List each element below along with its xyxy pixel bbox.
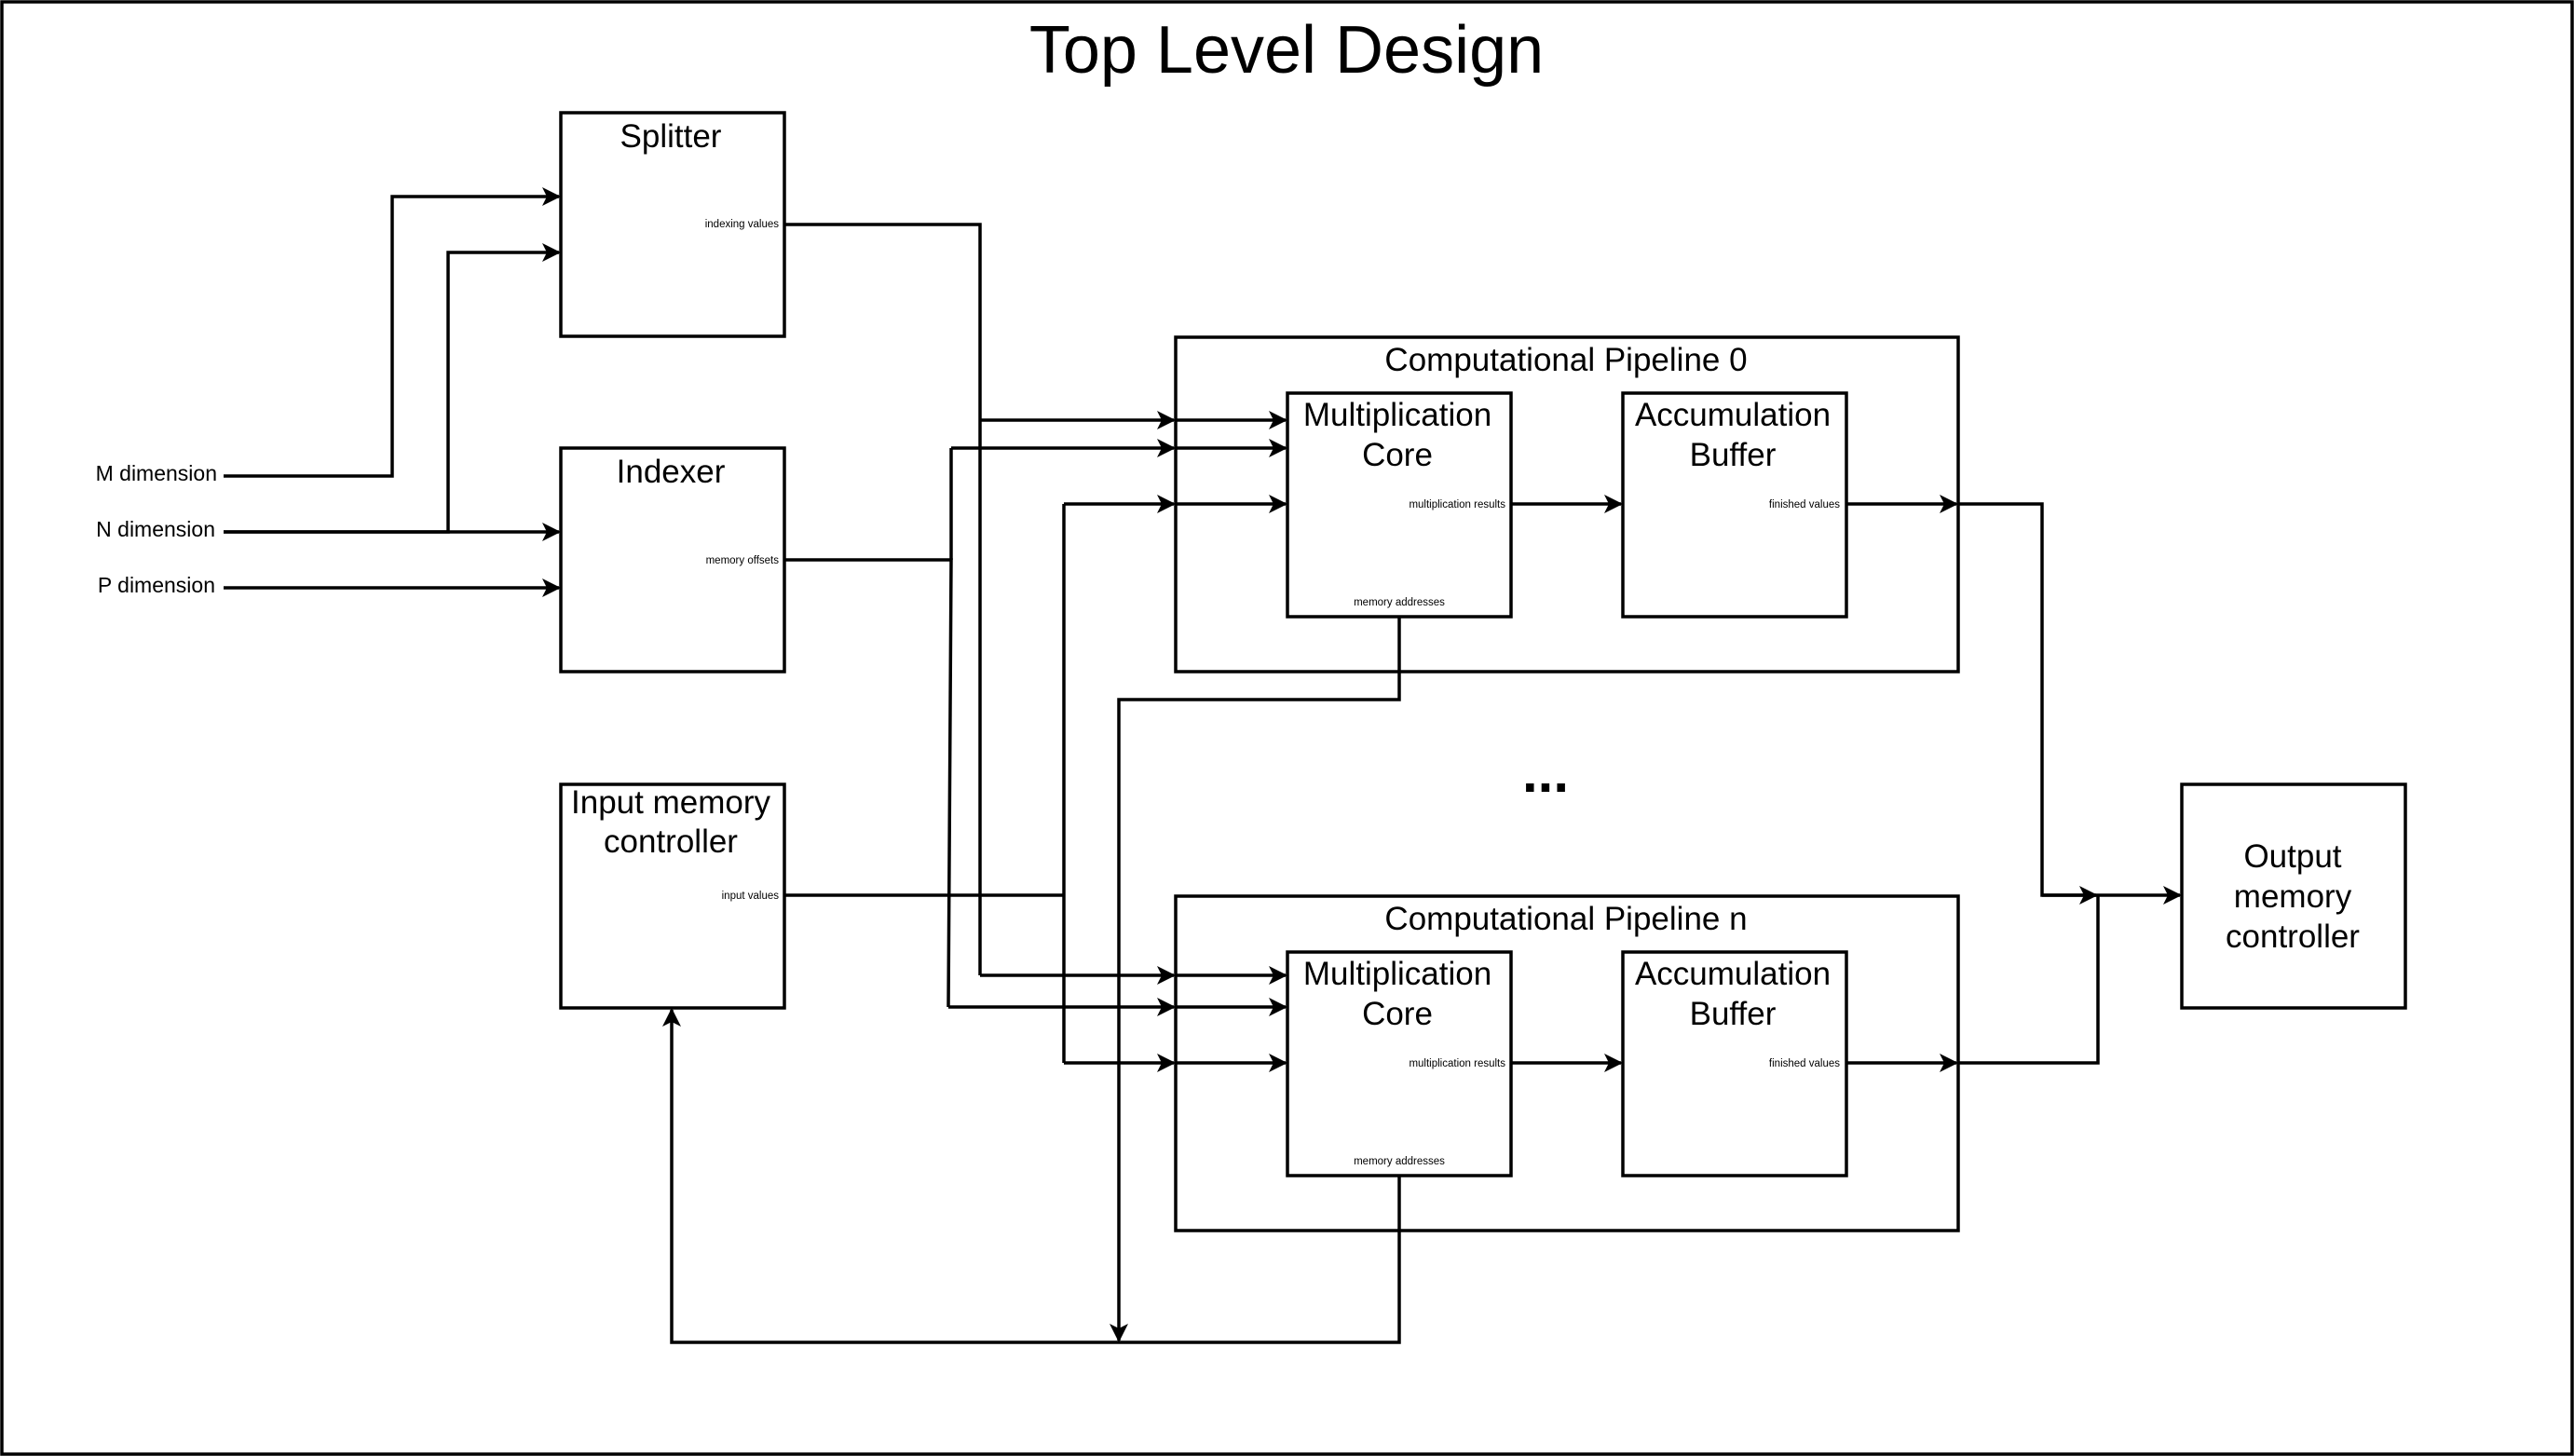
mult-core-0-label-line2: Core: [1362, 437, 1433, 473]
output-memory-label-line1: Output: [2243, 838, 2341, 875]
indexer-port-memory-offsets: memory offsets: [706, 555, 780, 566]
indexer-block: Indexer memory offsets: [559, 446, 786, 674]
acc-buffer-0-label-line1: Accumulation: [1635, 397, 1831, 433]
wire-pipeline-0-to-output: [1958, 502, 2098, 905]
pipeline-n-accumulation-buffer: Accumulation Buffer finished values: [1621, 950, 1848, 1177]
output-memory-controller-block: Output memory controller: [2180, 782, 2407, 1010]
pipeline-0-accumulation-buffer: Accumulation Buffer finished values: [1621, 391, 1848, 619]
output-memory-label-line3: controller: [2226, 919, 2360, 955]
mult-core-0-port-addresses: memory addresses: [1354, 597, 1445, 608]
acc-buffer-0-port-finished: finished values: [1769, 499, 1840, 510]
splitter-port-indexing-values: indexing values: [705, 219, 780, 230]
pipeline-n: Computational Pipeline n Multiplication …: [1174, 894, 1960, 1232]
mult-core-n-label-line1: Multiplication: [1303, 956, 1491, 992]
pipeline-0-multiplication-core: Multiplication Core multiplication resul…: [1286, 391, 1513, 619]
splitter-block: Splitter indexing values: [559, 111, 786, 338]
input-memory-controller-block: Input memory controller input values: [559, 782, 786, 1010]
acc-buffer-n-label-line1: Accumulation: [1635, 956, 1831, 992]
pipeline-n-multiplication-core: Multiplication Core multiplication resul…: [1286, 950, 1513, 1177]
diagram-title: Top Level Design: [1029, 13, 1544, 88]
wire-m-dimension-to-splitter: [224, 187, 561, 478]
mult-core-0-port-results: multiplication results: [1409, 499, 1505, 510]
mult-core-n-port-results: multiplication results: [1409, 1058, 1505, 1069]
mult-core-n-label-line2: Core: [1362, 996, 1433, 1032]
output-memory-label-line2: memory: [2234, 878, 2352, 915]
wire-pipeline-n-to-output: [1958, 895, 2100, 1065]
pipeline-0-title: Computational Pipeline 0: [1384, 342, 1747, 378]
wire-memory-offsets-bus: [784, 558, 953, 1008]
mult-core-n-port-addresses: memory addresses: [1354, 1156, 1445, 1167]
acc-buffer-n-port-finished: finished values: [1769, 1058, 1840, 1069]
splitter-label: Splitter: [620, 118, 722, 155]
input-label-n-dimension: N dimension: [96, 517, 215, 541]
input-label-m-dimension: M dimension: [96, 461, 217, 485]
input-memory-label-line1: Input memory: [571, 784, 770, 821]
acc-buffer-n-label-line2: Buffer: [1690, 996, 1777, 1032]
acc-buffer-0-label-line2: Buffer: [1690, 437, 1777, 473]
indexer-label: Indexer: [617, 454, 726, 490]
pipeline-n-title: Computational Pipeline n: [1384, 901, 1747, 937]
wire-memory-addresses-n: [662, 1008, 1401, 1344]
input-memory-label-line2: controller: [604, 823, 738, 860]
pipeline-ellipsis: ...: [1522, 742, 1569, 804]
mult-core-0-label-line1: Multiplication: [1303, 397, 1491, 433]
wire-indexing-values-bus: [784, 223, 982, 975]
input-label-p-dimension: P dimension: [98, 573, 215, 597]
wire-memory-addresses-0: [1110, 617, 1401, 1342]
input-memory-port-input-values: input values: [722, 891, 780, 902]
